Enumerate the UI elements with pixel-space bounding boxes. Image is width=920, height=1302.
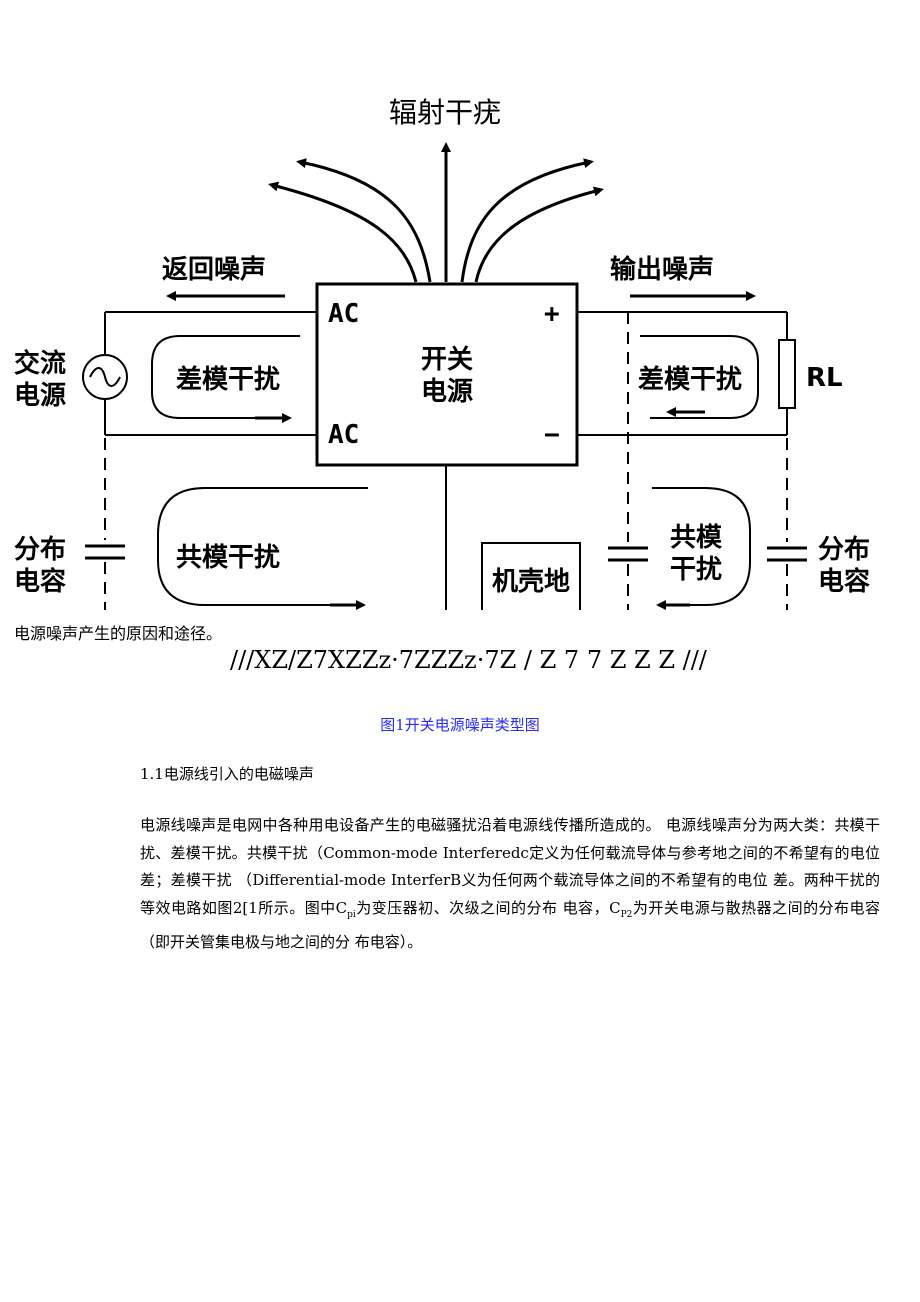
dist-cap-right-label-2: 电容 [818, 566, 870, 597]
distributed-lines [104, 312, 788, 610]
dm-right-loop [640, 335, 759, 419]
dm-left-loop [151, 335, 300, 419]
cm-right-loop [652, 487, 751, 606]
ac-bottom-label: AC [328, 420, 359, 450]
output-wires [577, 311, 788, 436]
diagram-title: 辐射干疣 [389, 96, 501, 129]
cm-right-label-2: 干扰 [670, 555, 722, 585]
ac-top-label: AC [328, 299, 359, 329]
cm-left-label: 共模干扰 [176, 543, 280, 573]
section-heading: 1.1电源线引入的电磁噪声 [140, 765, 314, 783]
chassis-label: 机壳地 [492, 567, 570, 597]
psu-label-2: 电源 [421, 377, 473, 407]
output-noise-label: 输出噪声 [610, 254, 714, 285]
ac-source-label-2: 电源 [14, 381, 66, 411]
input-wires [104, 311, 317, 436]
plus-label: + [544, 299, 560, 329]
cm-right-label-1: 共模 [670, 523, 723, 553]
sine-icon [89, 367, 121, 387]
cm-left-loop [157, 487, 368, 606]
dist-cap-left-label-2: 电容 [14, 566, 66, 597]
psu-label-1: 开关 [421, 345, 473, 375]
ac-source-symbol [82, 354, 128, 400]
para-sub-1: pi [347, 909, 356, 920]
para-part-3: 为开关电源与散热器之间的分布电容（即开关管集电极与地之间的分 布电容）。 [140, 898, 880, 952]
chassis-box [481, 542, 581, 610]
dm-left-label: 差模干扰 [176, 364, 280, 395]
minus-label: − [544, 420, 560, 450]
diagram-caption-line: 电源噪声产生的原因和途径。 [14, 624, 223, 643]
body-paragraph: 电源线噪声是电网中各种用电设备产生的电磁骚扰沿着电源线传播所造成的。 电源线噪声… [140, 812, 880, 957]
garbled-glyph-line: ///XZ/Z7XZZz·7ZZZz·7Z / Z 7 7 Z Z Z /// [230, 646, 707, 674]
load-label: RL [806, 363, 843, 393]
dist-cap-left-label-1: 分布 [14, 535, 66, 565]
ac-source-label-1: 交流 [14, 348, 66, 379]
para-part-2: 为变压器初、次级之间的分布 电容，C [355, 898, 621, 917]
dist-cap-right-label-1: 分布 [818, 535, 870, 565]
para-part-1: 电源线噪声是电网中各种用电设备产生的电磁骚扰沿着电源线传播所造成的。 电源线噪声… [140, 816, 880, 917]
dm-right-label: 差模干扰 [638, 364, 742, 395]
figure-caption: 图1开关电源噪声类型图 [380, 716, 540, 734]
capacitor-symbols [85, 544, 807, 562]
load-resistor [778, 339, 796, 409]
para-sub-2: P2 [620, 909, 633, 920]
noise-diagram: 辐射干疣 返回噪声 输出噪声 AC AC + − 开关 电源 交流 电源 差模干… [14, 96, 870, 610]
radiation-arrows [268, 142, 604, 283]
return-noise-label: 返回噪声 [162, 255, 266, 285]
